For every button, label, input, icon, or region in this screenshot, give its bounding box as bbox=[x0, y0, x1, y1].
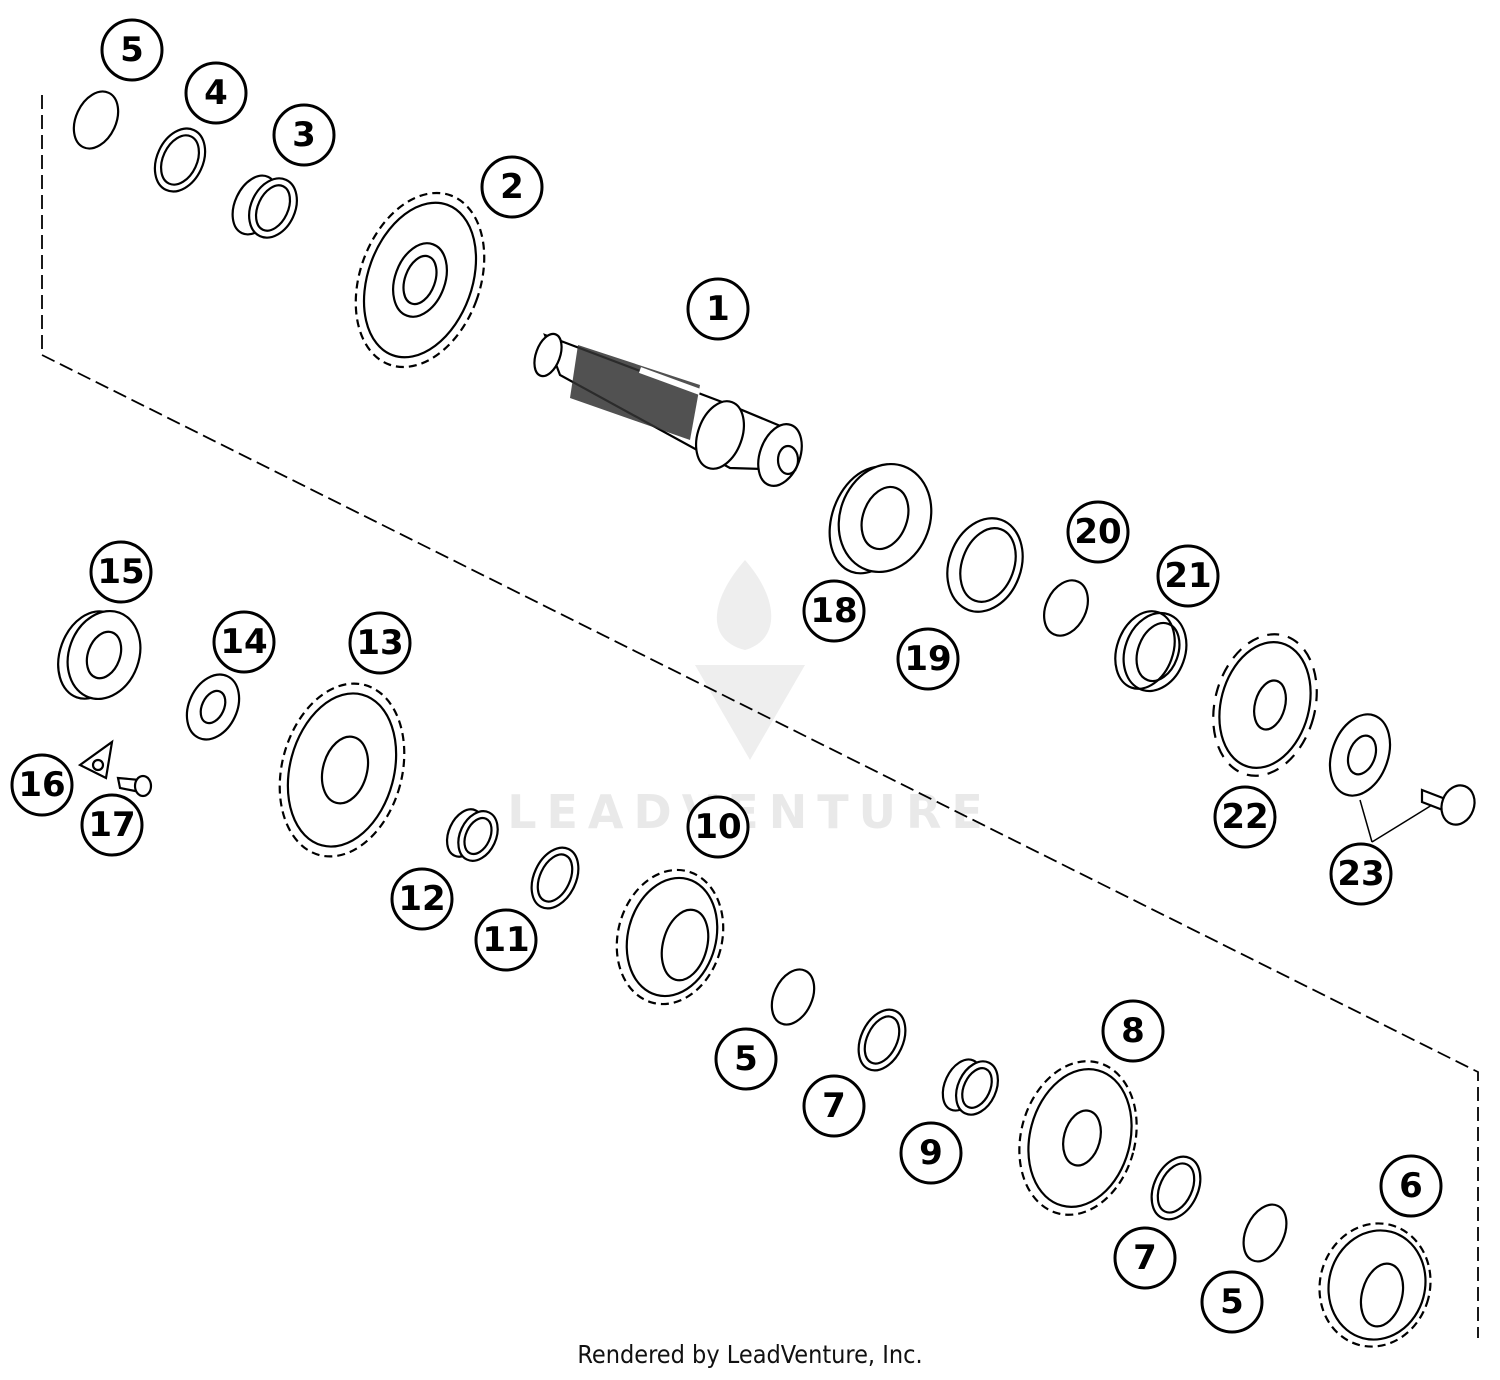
callout-12[interactable]: 12 bbox=[390, 867, 454, 931]
svg-text:21: 21 bbox=[1164, 556, 1211, 596]
part-lock-16 bbox=[77, 739, 114, 780]
svg-text:11: 11 bbox=[482, 920, 529, 960]
callout-15[interactable]: 15 bbox=[89, 540, 153, 604]
part-washer-23 bbox=[1328, 713, 1392, 797]
callout-5-bottom[interactable]: 5 bbox=[1200, 1270, 1264, 1334]
callout-6[interactable]: 6 bbox=[1379, 1154, 1443, 1218]
svg-text:5: 5 bbox=[734, 1039, 758, 1079]
svg-text:1: 1 bbox=[706, 289, 730, 329]
part-washer-14 bbox=[185, 673, 241, 741]
callout-23[interactable]: 23 bbox=[1329, 842, 1393, 906]
svg-text:3: 3 bbox=[292, 115, 316, 155]
callout-10[interactable]: 10 bbox=[686, 795, 750, 859]
svg-text:12: 12 bbox=[398, 879, 445, 919]
callout-1[interactable]: 1 bbox=[686, 277, 750, 341]
part-bearing-15 bbox=[57, 609, 142, 701]
svg-text:4: 4 bbox=[204, 73, 228, 113]
callout-21[interactable]: 21 bbox=[1156, 544, 1220, 608]
part-bushing-9 bbox=[941, 1058, 999, 1116]
svg-text:8: 8 bbox=[1121, 1011, 1145, 1051]
callout-9[interactable]: 9 bbox=[899, 1121, 963, 1185]
callout-5-mid[interactable]: 5 bbox=[714, 1027, 778, 1091]
callout-7-left[interactable]: 7 bbox=[802, 1074, 866, 1138]
callout-19[interactable]: 19 bbox=[896, 627, 960, 691]
callout-7-right[interactable]: 7 bbox=[1113, 1226, 1177, 1290]
svg-text:18: 18 bbox=[810, 591, 857, 631]
callout-2[interactable]: 2 bbox=[480, 155, 544, 219]
part-gear-8 bbox=[1018, 1060, 1138, 1216]
callout-18[interactable]: 18 bbox=[802, 579, 866, 643]
part-circlip-5-bottom bbox=[1242, 1203, 1288, 1263]
part-washer-7-right bbox=[1150, 1155, 1202, 1221]
part-washer-7-left bbox=[857, 1008, 907, 1072]
part-gear-2 bbox=[354, 191, 486, 369]
callout-13[interactable]: 13 bbox=[348, 611, 412, 675]
callout-17[interactable]: 17 bbox=[80, 793, 144, 857]
svg-text:5: 5 bbox=[1220, 1282, 1244, 1322]
part-gear-10 bbox=[615, 868, 725, 1006]
svg-text:7: 7 bbox=[822, 1086, 846, 1126]
svg-text:6: 6 bbox=[1399, 1166, 1423, 1206]
svg-text:7: 7 bbox=[1133, 1238, 1157, 1278]
part-gear-6 bbox=[1318, 1222, 1432, 1348]
svg-text:9: 9 bbox=[919, 1133, 943, 1173]
part-shaft-1 bbox=[533, 332, 803, 487]
part-bolt-23 bbox=[1420, 784, 1476, 826]
part-gear-13 bbox=[278, 682, 406, 858]
chevron-logo-icon bbox=[695, 665, 805, 760]
part-circlip-5-mid bbox=[770, 968, 816, 1026]
callout-14[interactable]: 14 bbox=[212, 610, 276, 674]
callout-20[interactable]: 20 bbox=[1066, 500, 1130, 564]
svg-text:19: 19 bbox=[904, 639, 951, 679]
flame-icon bbox=[716, 560, 772, 650]
svg-text:10: 10 bbox=[694, 807, 741, 847]
callout-4[interactable]: 4 bbox=[184, 61, 248, 125]
part-sprocket-22 bbox=[1212, 633, 1318, 777]
callout-16[interactable]: 16 bbox=[10, 753, 74, 817]
part-spacer-21 bbox=[1114, 610, 1188, 693]
leader-line bbox=[1359, 799, 1373, 843]
assembly-outline bbox=[41, 95, 1479, 1338]
part-seal-19 bbox=[946, 517, 1024, 613]
svg-text:22: 22 bbox=[1221, 797, 1268, 837]
svg-text:23: 23 bbox=[1337, 854, 1384, 894]
part-oring-20 bbox=[1043, 579, 1089, 637]
part-screw-17 bbox=[116, 774, 153, 798]
watermark: LEADVENTURE bbox=[507, 560, 983, 839]
svg-text:16: 16 bbox=[18, 765, 65, 805]
svg-text:14: 14 bbox=[220, 622, 267, 662]
svg-text:5: 5 bbox=[120, 30, 144, 70]
svg-text:15: 15 bbox=[97, 552, 144, 592]
leader-line bbox=[1371, 804, 1433, 843]
svg-text:17: 17 bbox=[88, 805, 135, 845]
svg-text:2: 2 bbox=[500, 167, 524, 207]
callout-11[interactable]: 11 bbox=[474, 908, 538, 972]
part-bearing-18 bbox=[828, 462, 933, 575]
callout-3[interactable]: 3 bbox=[272, 103, 336, 167]
svg-text:13: 13 bbox=[356, 623, 403, 663]
part-bushing-12 bbox=[445, 808, 499, 862]
callout-8[interactable]: 8 bbox=[1101, 999, 1165, 1063]
callout-5-top[interactable]: 5 bbox=[100, 18, 164, 82]
footer-credit: Rendered by LeadVenture, Inc. bbox=[577, 1340, 923, 1369]
part-circlip-5-top bbox=[72, 90, 120, 150]
part-bushing-3 bbox=[231, 174, 298, 239]
part-washer-4 bbox=[153, 127, 207, 193]
part-washer-11 bbox=[530, 846, 580, 910]
callout-22[interactable]: 22 bbox=[1213, 785, 1277, 849]
svg-text:20: 20 bbox=[1074, 512, 1121, 552]
